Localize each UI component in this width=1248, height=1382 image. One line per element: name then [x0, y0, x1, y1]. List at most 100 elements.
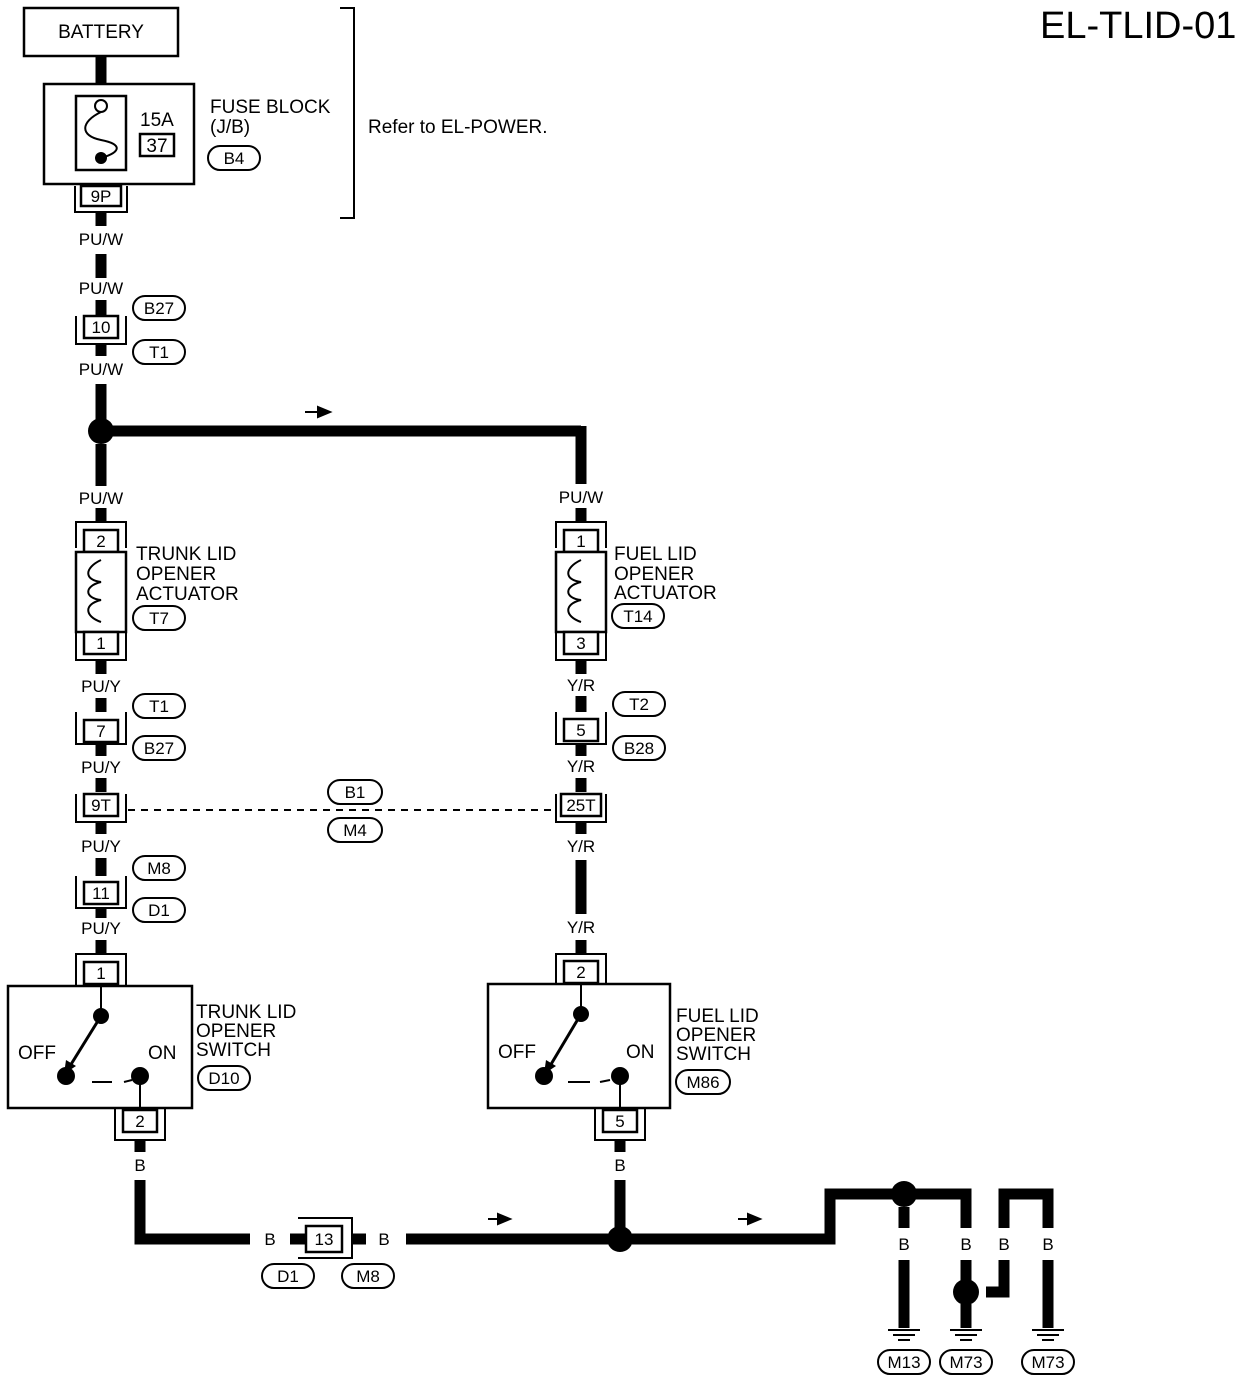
- fuse-number: 37: [146, 136, 167, 157]
- trunk-actuator-body: [74, 550, 128, 634]
- wire: [986, 1260, 1010, 1298]
- wire-label-b-7: B: [998, 1235, 1009, 1254]
- trunk-switch-name-2: OPENER: [196, 1021, 276, 1042]
- fuse-block-connector-oval: [207, 145, 261, 171]
- fuse-icon: [84, 111, 118, 159]
- connector-left-m8: M8: [147, 859, 171, 878]
- oval: [327, 779, 383, 805]
- wire-label-puy-2: PU/Y: [81, 758, 121, 777]
- fuel-actuator-body: [554, 550, 608, 634]
- ground-m13: M13: [887, 1353, 920, 1372]
- trunk-switch-connector: D10: [208, 1069, 239, 1088]
- splice-bottom: [607, 1226, 633, 1252]
- wire: [998, 1188, 1054, 1228]
- connector-left-b27: B27: [144, 739, 174, 758]
- wire-label-puy-3: PU/Y: [81, 837, 121, 856]
- pin-box: [82, 792, 120, 818]
- fuel-switch-connector: M86: [686, 1073, 719, 1092]
- trunk-switch-name-3: SWITCH: [196, 1040, 271, 1061]
- connector-9t-pin: 9T: [91, 796, 111, 815]
- wire-label-puy-1: PU/Y: [81, 677, 121, 696]
- oval: [612, 735, 666, 761]
- bracket: [555, 953, 607, 984]
- oval: [197, 1065, 251, 1091]
- connector-right-t2: T2: [629, 695, 649, 714]
- fuse-amperage: 15A: [140, 110, 174, 131]
- cross-link-m4: M4: [343, 821, 367, 840]
- coil-icon: [567, 559, 582, 623]
- ground-joint-d1: D1: [277, 1267, 299, 1286]
- connector-b27-label: B27: [144, 299, 174, 318]
- connector-10-pin: 10: [92, 318, 111, 337]
- pin-box: [82, 718, 120, 744]
- ground-m73-a: M73: [949, 1353, 982, 1372]
- fuse-terminal-label: 9P: [91, 187, 112, 206]
- oval: [612, 691, 666, 717]
- oval: [132, 693, 186, 719]
- arrow-right-icon: [488, 1212, 513, 1226]
- trunk-actuator-connector: T7: [149, 609, 169, 628]
- fuel-actuator-name-1: FUEL LID: [614, 544, 697, 565]
- switch-lever: [68, 1015, 103, 1067]
- wire: [134, 1180, 250, 1245]
- wire-label-puw-3: PU/W: [79, 360, 123, 379]
- fuel-switch-pin-bottom: 5: [615, 1112, 624, 1131]
- dot: [535, 1067, 553, 1085]
- oval: [132, 605, 186, 631]
- line: [599, 1079, 611, 1083]
- wire-label-b-6: B: [960, 1235, 971, 1254]
- wire-label-yr-2: Y/R: [567, 757, 595, 776]
- oval: [877, 1349, 931, 1375]
- wire: [904, 1188, 972, 1228]
- oval: [939, 1349, 993, 1375]
- arrow-right-icon: [738, 1212, 763, 1226]
- fuse-terminal-top: [94, 99, 108, 113]
- trunk-switch-off: OFF: [18, 1043, 56, 1064]
- battery-box: [22, 6, 180, 58]
- battery-label: BATTERY: [58, 22, 144, 43]
- trunk-switch-on: ON: [148, 1043, 177, 1064]
- refer-bracket: [340, 7, 355, 219]
- dot: [57, 1067, 75, 1085]
- fuse-block-title: FUSE BLOCK: [210, 97, 331, 118]
- connector-10: [82, 314, 120, 340]
- ground-icon: [1032, 1329, 1064, 1341]
- pin-box: [82, 630, 120, 656]
- wire-label-puw-5: PU/W: [559, 488, 603, 507]
- oval: [261, 1263, 315, 1289]
- oval: [327, 817, 383, 843]
- pin-box: [601, 1108, 639, 1134]
- fuel-switch-on: ON: [626, 1042, 655, 1063]
- arrow-right-icon: [305, 405, 333, 419]
- dot: [131, 1067, 149, 1085]
- trunk-actuator-pin-bottom: 1: [96, 634, 105, 653]
- connector-7-pin: 7: [96, 722, 105, 741]
- connector-left-d1: D1: [148, 901, 170, 920]
- trunk-actuator-name-3: ACTUATOR: [136, 584, 239, 605]
- wire-label-b-5: B: [898, 1235, 909, 1254]
- pin-box: [121, 1108, 159, 1134]
- wire-label-yr-3: Y/R: [567, 837, 595, 856]
- pin-box: [82, 880, 120, 906]
- fuse-terminal-box: [79, 184, 123, 208]
- oval: [341, 1263, 395, 1289]
- connector-5-pin: 5: [576, 721, 585, 740]
- connector-left-t1: T1: [149, 697, 169, 716]
- wire-label-b-2: B: [264, 1230, 275, 1249]
- ground-joint-m8: M8: [356, 1267, 380, 1286]
- wire-label-puw-1: PU/W: [79, 230, 123, 249]
- fuel-switch-name-3: SWITCH: [676, 1044, 751, 1065]
- fuel-actuator-pin-top: 1: [576, 532, 585, 551]
- bracket: [75, 953, 127, 986]
- oval: [132, 735, 186, 761]
- oval: [132, 855, 186, 881]
- switch-lever: [548, 1013, 583, 1067]
- wire-label-puy-4: PU/Y: [81, 919, 121, 938]
- cross-link-b1: B1: [345, 783, 366, 802]
- fuse-block-subtitle: (J/B): [210, 117, 250, 138]
- oval: [1021, 1349, 1075, 1375]
- fuel-switch-off: OFF: [498, 1042, 536, 1063]
- wire-label-b-4: B: [614, 1156, 625, 1175]
- pin-box: [562, 717, 600, 743]
- wire-label-puw-4: PU/W: [79, 489, 123, 508]
